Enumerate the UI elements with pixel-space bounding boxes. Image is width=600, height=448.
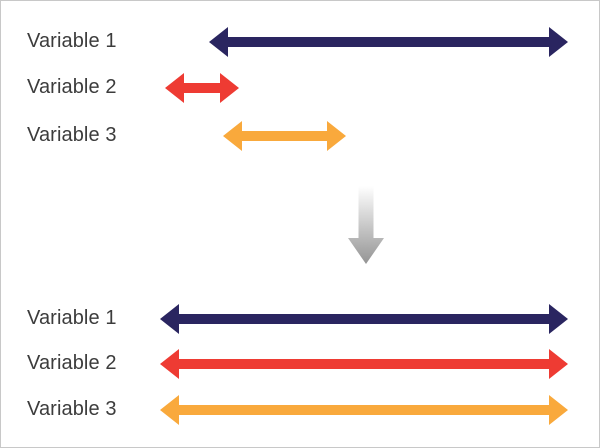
downward-transform-arrow-polygon	[348, 186, 384, 264]
variable-1-standardized-arrow	[160, 304, 568, 334]
variable-2-standardized-arrow	[160, 349, 568, 379]
variable-3-range-arrow-shape	[223, 121, 346, 151]
bottom-row-label-variable-3: Variable 3	[27, 398, 117, 420]
variable-3-standardized-arrow	[160, 395, 568, 425]
variable-3-range-arrow	[223, 121, 346, 151]
variable-1-range-arrow-shape	[209, 27, 568, 57]
variable-1-range-arrow	[209, 27, 568, 57]
bottom-row-label-variable-2: Variable 2	[27, 352, 117, 374]
downward-transform-arrow	[348, 186, 384, 264]
downward-transform-arrow-shape	[348, 186, 384, 264]
variable-2-range-arrow	[165, 73, 239, 103]
top-row-label-variable-2: Variable 2	[27, 76, 117, 98]
top-row-label-variable-3: Variable 3	[27, 124, 117, 146]
top-row-label-variable-1: Variable 1	[27, 30, 117, 52]
variable-2-standardized-arrow-shape	[160, 349, 568, 379]
bottom-row-label-variable-1: Variable 1	[27, 307, 117, 329]
variable-2-range-arrow-shape	[165, 73, 239, 103]
variable-3-standardized-arrow-shape	[160, 395, 568, 425]
variable-1-standardized-arrow-shape	[160, 304, 568, 334]
